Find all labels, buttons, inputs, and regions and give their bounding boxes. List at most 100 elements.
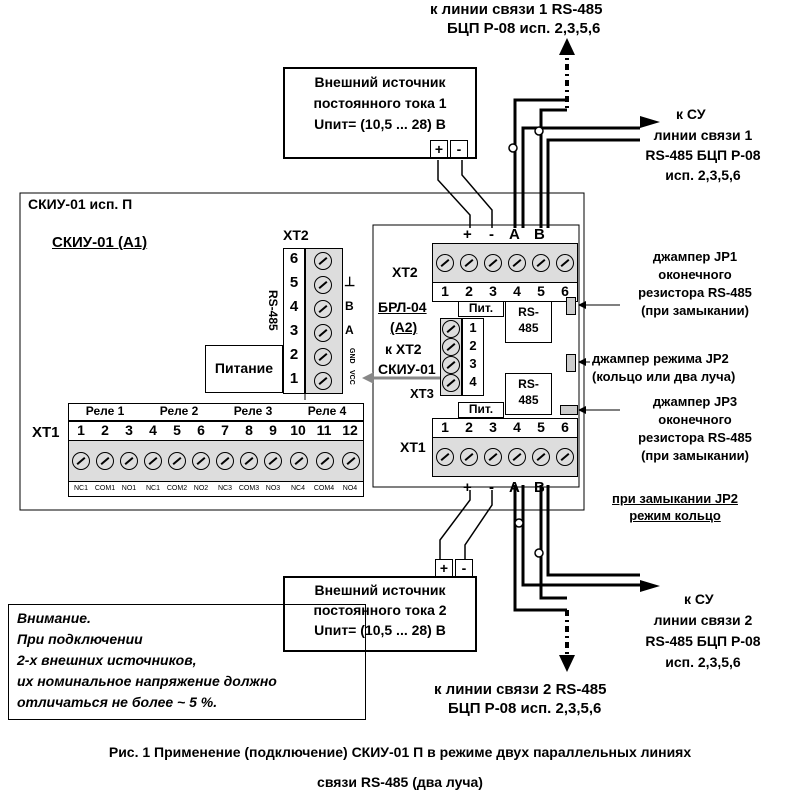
- brl-top-minus: -: [489, 226, 494, 243]
- skiu-xt2-num: 1: [289, 370, 299, 387]
- brl-pit2-box: Пит.: [458, 402, 504, 418]
- relay-group-label: Реле 4: [307, 404, 347, 418]
- relay-header-row: Реле 1 Реле 2 Реле 3 Реле 4: [68, 403, 364, 421]
- jp3-jumper: [560, 405, 578, 415]
- brl-top-b: B: [534, 226, 545, 243]
- brl-xt2-num: 1: [441, 283, 449, 299]
- skiu-rs485-label: RS-485: [266, 290, 280, 331]
- skiu-xt2-numbers: 6 5 4 3 2 1: [283, 248, 305, 394]
- sig-a: A: [345, 323, 354, 337]
- brl-xt3-label: ХТ3: [410, 386, 434, 401]
- jp1-desc-4: (при замыкании): [641, 303, 749, 318]
- brl-line1: БРЛ-04: [378, 299, 427, 315]
- brl-xt2-num: 5: [537, 283, 545, 299]
- terminal-screw: [436, 254, 454, 272]
- skiu-xt1-num: 3: [125, 422, 133, 438]
- terminal-screw: [264, 452, 282, 470]
- skiu-xt1-label: ХТ1: [32, 424, 60, 441]
- brl-xt1-label: ХТ1: [400, 439, 426, 455]
- terminal-screw: [508, 448, 526, 466]
- terminal-screw: [314, 324, 332, 342]
- brl-rs485-1-box: RS- 485: [505, 301, 552, 343]
- cu1-line4: исп. 2,3,5,6: [665, 167, 741, 183]
- brl-xt3-num: 3: [469, 356, 477, 371]
- psu1-line1: Внешний источник: [314, 74, 446, 90]
- skiu-xt1-num: 7: [221, 422, 229, 438]
- brl-bot-plus: +: [463, 479, 472, 496]
- brl-xt1-numbers: 1 2 3 4 5 6: [432, 418, 578, 438]
- skiu-frame: [19, 192, 585, 511]
- relay-pin-label: NO1: [121, 485, 137, 492]
- brl-xt3-num: 1: [469, 320, 477, 335]
- figure-caption-line2: связи RS-485 (два луча): [317, 774, 483, 790]
- relay-group-label: Реле 1: [85, 404, 125, 418]
- brl-bot-b: B: [534, 479, 545, 496]
- relay-pin-label: NC4: [290, 485, 305, 492]
- relay-pin-label: NC3: [217, 485, 232, 492]
- brl-board: [372, 224, 580, 488]
- terminal-screw: [342, 452, 360, 470]
- brl-rs485-2-box: RS- 485: [505, 373, 552, 415]
- skiu-xt1-num: 8: [245, 422, 253, 438]
- terminal-screw: [556, 448, 574, 466]
- terminal-screw: [314, 276, 332, 294]
- terminal-screw: [314, 348, 332, 366]
- brl-rs1a: RS-: [518, 305, 539, 319]
- relay-group-label: Реле 3: [233, 404, 273, 418]
- terminal-screw: [192, 452, 210, 470]
- relay-pin-row: NC1 COM1 NO1 NC1 COM2 NO2 NC3 COM3 NO3 N…: [68, 481, 364, 497]
- skiu-xt2-terminal-block: [305, 248, 343, 394]
- brl-line2: (А2): [390, 319, 418, 335]
- bottom-link-line1: к линии связи 2 RS-485: [434, 681, 607, 698]
- terminal-screw: [460, 448, 478, 466]
- relay-pin-label: NC1: [73, 485, 88, 492]
- terminal-screw: [532, 254, 550, 272]
- skiu-xt2-num: 3: [289, 322, 299, 339]
- relay-group-label: Реле 2: [159, 404, 199, 418]
- brl-pit2: Пит.: [468, 402, 494, 416]
- warning-line5: отличаться не более ~ 5 %.: [17, 694, 218, 710]
- brl-top-a: A: [509, 226, 520, 243]
- brl-xt1-terminal: [432, 437, 578, 477]
- cu2-line4: исп. 2,3,5,6: [665, 654, 741, 670]
- sig-b: B: [345, 299, 354, 313]
- cu2-line3: RS-485 БЦП Р-08: [645, 633, 761, 649]
- brl-xt1-num: 1: [441, 419, 449, 435]
- jp1-desc-1: джампер JP1: [652, 249, 738, 264]
- skiu-xt1-num: 12: [342, 422, 358, 438]
- jp1-jumper: [566, 297, 576, 315]
- skiu-xt1-num: 10: [290, 422, 306, 438]
- skiu-subtitle: СКИУ-01 (А1): [52, 234, 148, 251]
- terminal-screw: [96, 452, 114, 470]
- terminal-screw: [168, 452, 186, 470]
- skiu-xt1-num: 11: [316, 422, 332, 438]
- cu1-line3: RS-485 БЦП Р-08: [645, 147, 761, 163]
- relay-pin-label: NC1: [145, 485, 160, 492]
- brl-line4: СКИУ-01: [378, 361, 436, 377]
- brl-xt1-num: 5: [537, 419, 545, 435]
- ring-mode-2: режим кольцо: [629, 508, 721, 523]
- brl-pit1-box: Пит.: [458, 301, 504, 317]
- skiu-xt2-num: 5: [289, 274, 299, 291]
- skiu-title: СКИУ-01 исп. П: [28, 196, 133, 212]
- skiu-xt1-num: 1: [77, 422, 85, 438]
- terminal-screw: [72, 452, 90, 470]
- terminal-screw: [442, 320, 460, 338]
- skiu-xt1-num: 9: [269, 422, 277, 438]
- brl-xt3-terminal: [440, 318, 462, 396]
- terminal-screw: [216, 452, 234, 470]
- brl-xt1-num: 4: [513, 419, 521, 435]
- skiu-xt1-terminal-block: [68, 440, 364, 482]
- psu1-plus: +: [430, 140, 448, 158]
- cu2-line1: к СУ: [684, 591, 714, 607]
- cu1-line2: линии связи 1: [653, 127, 753, 143]
- psu2-plus: +: [435, 559, 453, 577]
- relay-pin-label: COM2: [166, 485, 188, 492]
- terminal-screw: [532, 448, 550, 466]
- skiu-xt1-num: 6: [197, 422, 205, 438]
- terminal-screw: [460, 254, 478, 272]
- terminal-screw: [240, 452, 258, 470]
- skiu-xt1-numbers: 1 2 3 4 5 6 7 8 9 10 11 12: [68, 421, 364, 441]
- terminal-screw: [508, 254, 526, 272]
- brl-pit1: Пит.: [468, 301, 494, 315]
